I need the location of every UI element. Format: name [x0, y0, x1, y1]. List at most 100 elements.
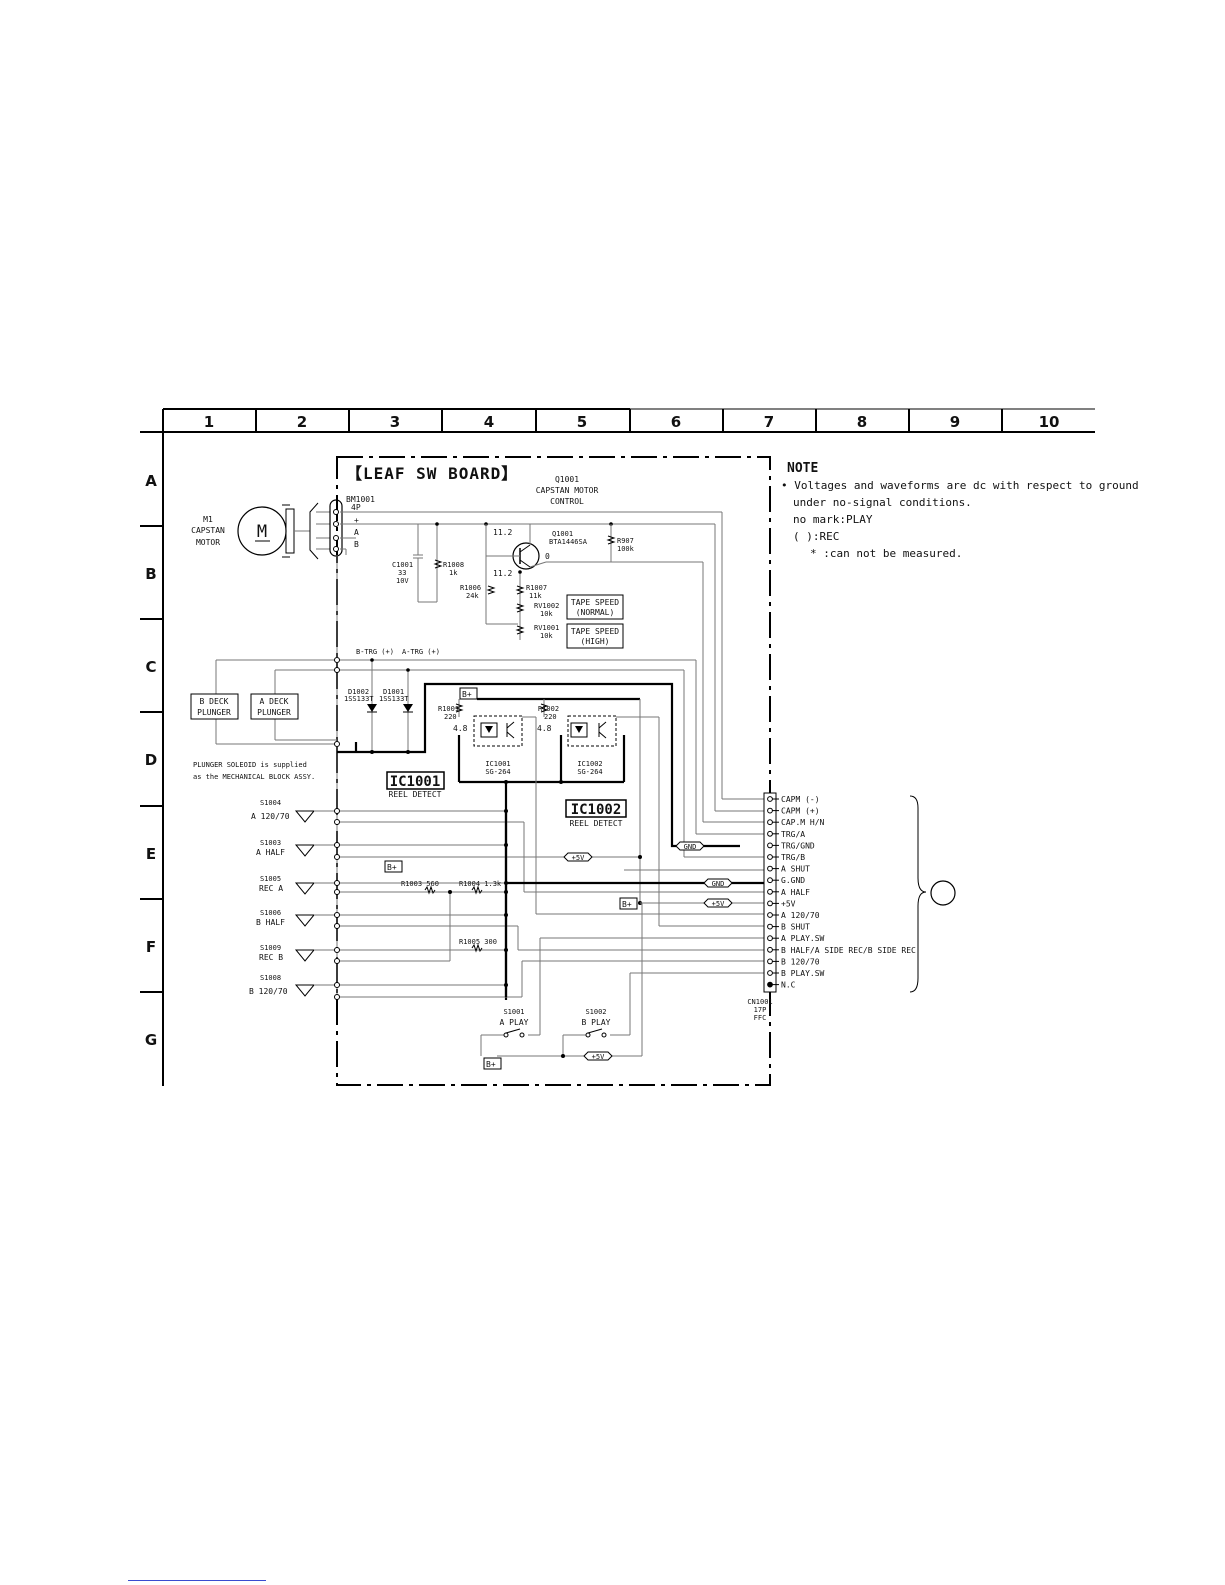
ic1002-ref: IC1002 [577, 760, 602, 768]
cn1001-pin-12 [767, 923, 773, 930]
grid-row-g: G [145, 1031, 157, 1049]
cn1001-pin-16 [767, 970, 773, 976]
cn1001-pin-14 [767, 946, 773, 953]
plus5v-tag-3: +5V [592, 1053, 605, 1061]
cn1001-pin-5 [767, 842, 773, 849]
ic-labels: R1001 220 R1002 220 4.8 4.8 IC1001 SG-26… [386, 705, 627, 828]
ic1002-label: IC1002 [571, 802, 622, 818]
cn1001-connector: CAPM (-)CAPM (+)CAP.M H/NTRG/ATRG/GNDTRG… [747, 792, 956, 1022]
note-line-4: ( ):REC [793, 530, 839, 543]
ic1001-ref: IC1001 [485, 760, 510, 768]
note-line-1: • Voltages and waveforms are dc with res… [781, 479, 1139, 492]
bm1001-a: A [354, 528, 359, 537]
motor-wiring [340, 511, 764, 823]
d1002-ref: D1002 [348, 688, 369, 696]
tape-speed-high-mode: (HIGH) [581, 637, 610, 646]
cn1001-pin-label: N.C [781, 981, 796, 990]
grid-row-a: A [145, 472, 157, 490]
q1001-part: BTA1446SA [549, 538, 588, 546]
cn1001-pin-2 [767, 807, 773, 814]
r1008-value: 1k [449, 569, 458, 577]
c1001-ref: C1001 [392, 561, 413, 569]
b-deck-plunger-1: B DECK [200, 697, 229, 706]
motor-symbol: M [257, 522, 267, 542]
diode-labels: D1002 1SS133T D1001 1SS133T [344, 688, 409, 703]
cn1001-pins: 17P [754, 1006, 767, 1014]
cn1001-pin-6 [767, 854, 773, 860]
cn1001-pin-3 [767, 819, 773, 826]
grid-col-9: 9 [950, 413, 960, 431]
motor-label-motor: MOTOR [196, 538, 220, 547]
ic1001-desc: REEL DETECT [389, 790, 442, 799]
grid-row-b: B [145, 565, 156, 583]
r1001-value: 220 [444, 713, 457, 721]
tape-speed-normal-label: TAPE SPEED [571, 598, 619, 607]
switch-s1003-ref: S1003 [260, 839, 281, 847]
grid-col-1: 1 [204, 413, 214, 431]
cn1001-pin-label: B SHUT [781, 923, 810, 932]
switch-s1004-name: A 120/70 [251, 812, 290, 821]
r1007-ref: R1007 [526, 584, 547, 592]
grid-col-4: 4 [484, 413, 494, 431]
plunger-note-2: as the MECHANICAL BLOCK ASSY. [193, 773, 315, 781]
r1002-value: 220 [544, 713, 557, 721]
grid-row-f: F [146, 938, 156, 956]
ic1001-voltage: 4.8 [453, 724, 468, 733]
cn1001-pin-11 [767, 912, 773, 918]
r1003-label: R1003 560 [401, 880, 439, 888]
grid-col-3: 3 [390, 413, 400, 431]
bplus-box-connector: B+ [622, 900, 632, 909]
switch-s1009-ref: S1009 [260, 944, 281, 952]
switch-s1004-ref: S1004 [260, 799, 281, 807]
grid-frame [140, 408, 1095, 1086]
bplus-box-ic: B+ [462, 690, 472, 699]
ic1002-desc: REEL DETECT [570, 819, 623, 828]
gnd-tag-2: GND [712, 880, 725, 888]
note-line-5: * :can not be measured. [810, 547, 962, 560]
cn1001-pin-label: A SHUT [781, 865, 810, 874]
plunger-note-1: PLUNGER SOLEOID is supplied [193, 761, 307, 769]
tape-speed-high-label: TAPE SPEED [571, 627, 619, 636]
board-boundary [336, 456, 771, 1086]
r1008-ref: R1008 [443, 561, 464, 569]
b-deck-plunger-2: PLUNGER [197, 708, 231, 717]
grid-row-c: C [145, 658, 156, 676]
cn1001-pin-label: TRG/B [781, 853, 805, 862]
r1005-label: R1005 300 [459, 938, 497, 946]
motor-label-capstan: CAPSTAN [191, 526, 225, 535]
cn1001-pin-13 [767, 935, 773, 942]
cn1001-pin-label: CAP.M H/N [781, 818, 825, 827]
r907-ref: R907 [617, 537, 634, 545]
r1006-value: 24k [466, 592, 479, 600]
note-line-3: no mark:PLAY [793, 513, 873, 526]
bplus-box-play: B+ [486, 1060, 496, 1069]
bm1001-plus: + [354, 516, 359, 525]
q1001-header-control: CONTROL [550, 497, 584, 506]
tape-speed-boxes: TAPE SPEED (NORMAL) TAPE SPEED (HIGH) [566, 594, 624, 649]
play-switch-s1001-name: A PLAY [500, 1018, 529, 1027]
bm1001-connector: BM1001 4P – + A B [329, 495, 375, 557]
rv1002-value: 10k [540, 610, 553, 618]
gnd-tag-1: GND [684, 843, 697, 851]
switch-wiring [337, 809, 764, 998]
r1001-ref: R1001 [438, 705, 459, 713]
switch-s1005-ref: S1005 [260, 875, 281, 883]
grid-col-5: 5 [577, 413, 587, 431]
cn1001-type: FFC [754, 1014, 767, 1022]
b-trg-label: B-TRG (+) [356, 648, 394, 656]
switch-s1003-name: A HALF [256, 848, 285, 857]
grid-row-e: E [146, 845, 156, 863]
q1001-voltage-3: 0 [545, 552, 550, 561]
bm1001-b: B [354, 540, 359, 549]
cn1001-pin-label: A HALF [781, 888, 810, 897]
cn1001-pin-4 [767, 830, 773, 837]
plus5v-tag-2: +5V [712, 900, 725, 908]
d1001-part: 1SS133T [379, 695, 409, 703]
cn1001-pin-label: B 120/70 [781, 957, 820, 966]
grid-row-d: D [145, 751, 157, 769]
grid-col-10: 10 [1039, 413, 1060, 431]
plunger-boxes: B DECK PLUNGER A DECK PLUNGER PLUNGER SO… [190, 693, 315, 781]
ic1001-part: SG-264 [485, 768, 510, 776]
tape-speed-normal-mode: (NORMAL) [576, 608, 615, 617]
